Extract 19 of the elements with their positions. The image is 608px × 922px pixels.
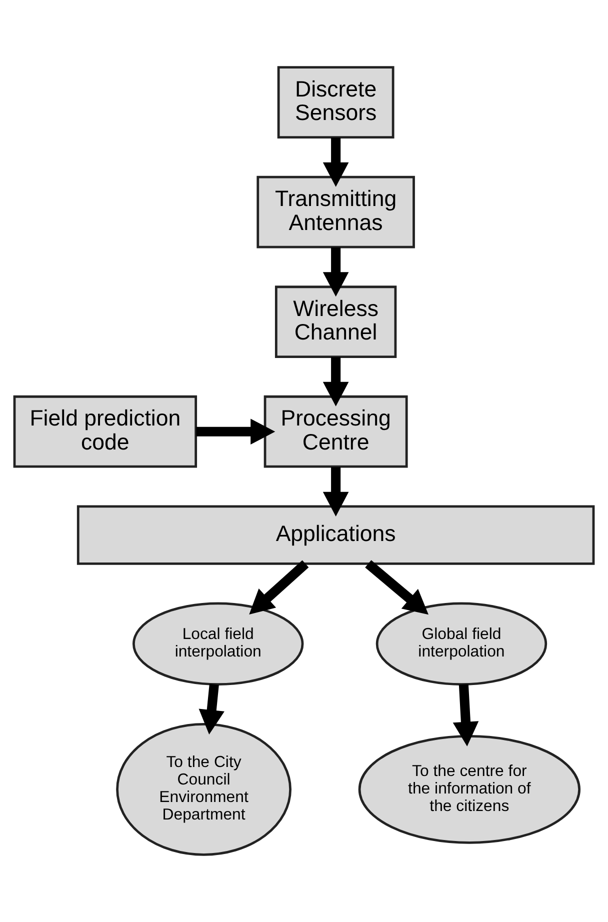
node-box: Applications xyxy=(76,505,595,565)
node-ellipse: To the City Council Environment Department xyxy=(116,722,292,856)
node-box: Transmitting Antennas xyxy=(256,176,415,248)
arrow xyxy=(322,467,349,516)
arrow xyxy=(198,684,224,735)
node-ellipse: To the centre for the information of the citizens xyxy=(358,734,581,844)
arrow xyxy=(452,684,479,746)
arrow xyxy=(365,560,429,615)
arrow xyxy=(196,418,276,445)
node-box: Field prediction code xyxy=(13,395,198,468)
node-box: Processing Centre xyxy=(264,395,408,468)
arrow xyxy=(322,138,349,187)
node-ellipse: Global field interpolation xyxy=(376,602,548,686)
node-box: Wireless Channel xyxy=(274,286,397,358)
arrow xyxy=(322,357,349,406)
node-box: Discrete Sensors xyxy=(277,66,394,139)
node-ellipse: Local field interpolation xyxy=(132,602,304,686)
arrow xyxy=(249,560,309,614)
arrow xyxy=(322,247,349,297)
